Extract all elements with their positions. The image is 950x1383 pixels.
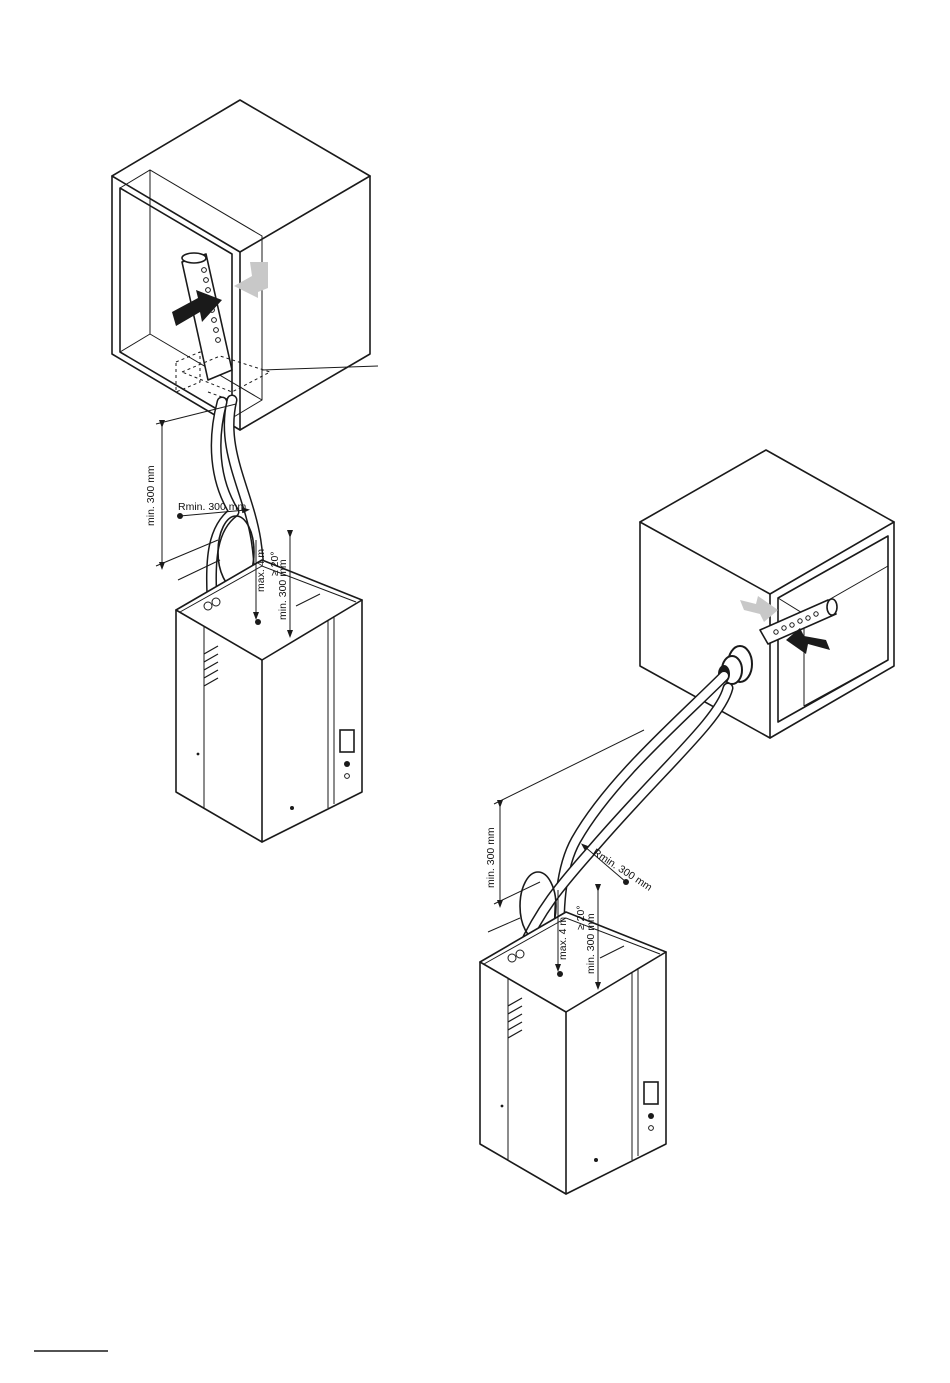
- right-condensate-hose: [520, 688, 728, 950]
- right-humidifier-unit: [480, 912, 666, 1194]
- right-dim-vertical-label: min. 300 mm: [485, 827, 497, 888]
- right-display-icon: [644, 1082, 658, 1104]
- right-hose-length-label: max. 4 m: [557, 917, 569, 960]
- left-humidifier-unit: [176, 560, 362, 842]
- right-figure: min. 300 mm Rmin. 300 mm max. 4 m min. 3…: [480, 450, 894, 1194]
- left-dim-vertical-label: min. 300 mm: [145, 465, 157, 526]
- left-radius-label: Rmin. 300 mm: [178, 501, 247, 513]
- left-figure: min. 300 mm Rmin. 300 mm max. 4 m min. 3…: [112, 100, 378, 842]
- left-angle-label: ≥ 20°: [269, 551, 281, 576]
- right-radius-label: Rmin. 300 mm: [590, 846, 654, 893]
- right-status-led-icon: [648, 1113, 654, 1119]
- left-hose-length-label: max. 4 m: [255, 549, 267, 592]
- left-status-led-icon: [344, 761, 350, 767]
- right-angle-label: ≥ 20°: [575, 905, 587, 930]
- right-duct-box: [640, 450, 894, 738]
- left-display-icon: [340, 730, 354, 752]
- left-duct-box: [112, 100, 370, 430]
